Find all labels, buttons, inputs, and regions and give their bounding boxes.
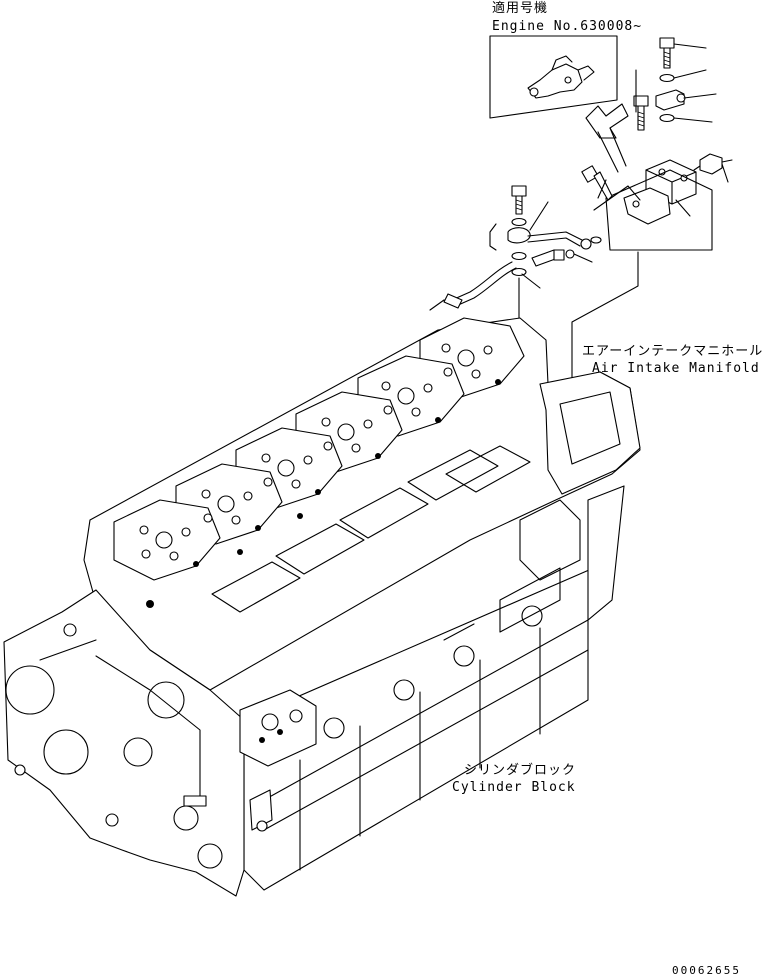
side-cover-plate (499, 567, 561, 633)
tube-washer (590, 236, 602, 244)
pipe-washer-1 (511, 217, 527, 227)
pipe-main-a (451, 261, 513, 301)
temperature-sensor (693, 153, 733, 175)
rear-bracket (519, 499, 581, 581)
engine-head (83, 317, 641, 691)
bolt-top-right (659, 37, 675, 69)
manifold-label-ja: エアーインテークマニホールド (582, 344, 762, 359)
sensor-small (655, 89, 686, 111)
inset-pointer-arrow (585, 103, 629, 173)
pipe-end-nut (443, 293, 463, 309)
pipe-assembly (429, 185, 639, 397)
callout-bracket-pipe (489, 223, 497, 251)
inset-sensor-part (527, 55, 595, 99)
head-shading (146, 379, 501, 608)
tube-fitting (580, 238, 592, 250)
washer-1 (659, 73, 675, 83)
tube-segment-1 (527, 231, 583, 241)
callout-pipe-1 (529, 201, 549, 231)
callout-leaders-right (597, 43, 729, 217)
block-rear-face (587, 485, 625, 621)
cover-holes (139, 343, 493, 561)
pipe-washer-3 (511, 267, 527, 277)
sensor-bracket (623, 187, 671, 225)
bolt-left-angled (581, 165, 613, 201)
pipe-tip (429, 299, 445, 311)
manifold-label-en: Air Intake Manifold (592, 361, 760, 376)
intake-manifold-face (559, 391, 621, 465)
block-label: シリンダブロック Cylinder Block (452, 762, 576, 795)
bolt-pipe-top (511, 185, 527, 215)
bracket-link (593, 185, 641, 211)
intake-manifold-body (539, 371, 641, 495)
manifold-label: エアーインテークマニホールド Air Intake Manifold (582, 344, 762, 376)
sensor-group-frame (605, 169, 713, 251)
pipe-main-b (455, 267, 517, 307)
callout-pipe-3 (521, 273, 541, 289)
drawing-number: 00062655 (672, 964, 741, 977)
rocker-frames (211, 445, 531, 613)
sensor-assembly (581, 37, 733, 251)
washer-2 (659, 113, 675, 123)
block-front-details (5, 623, 223, 869)
block-leader-to-label (443, 623, 475, 641)
tube-segment-2 (527, 237, 581, 247)
block-label-en: Cylinder Block (452, 780, 576, 795)
callout-pipe-2 (573, 253, 593, 263)
block-label-ja: シリンダブロック (464, 762, 576, 778)
block-accessories (239, 689, 317, 832)
bolt-mid (633, 95, 649, 131)
banjo-fitting-top (507, 227, 531, 244)
pipe-connector-bolt (531, 249, 575, 267)
pipe-washer-2 (511, 251, 527, 261)
manifold-sensor-leader (571, 251, 639, 397)
applicability-heading-ja: 適用号機 (492, 0, 548, 16)
applicability-inset: 適用号機 Engine No.630008~ (489, 0, 642, 173)
applicability-heading-en: Engine No.630008~ (492, 19, 642, 34)
inset-frame (489, 35, 618, 119)
block-side-ribs (263, 605, 589, 871)
cylinder-block (3, 485, 625, 897)
